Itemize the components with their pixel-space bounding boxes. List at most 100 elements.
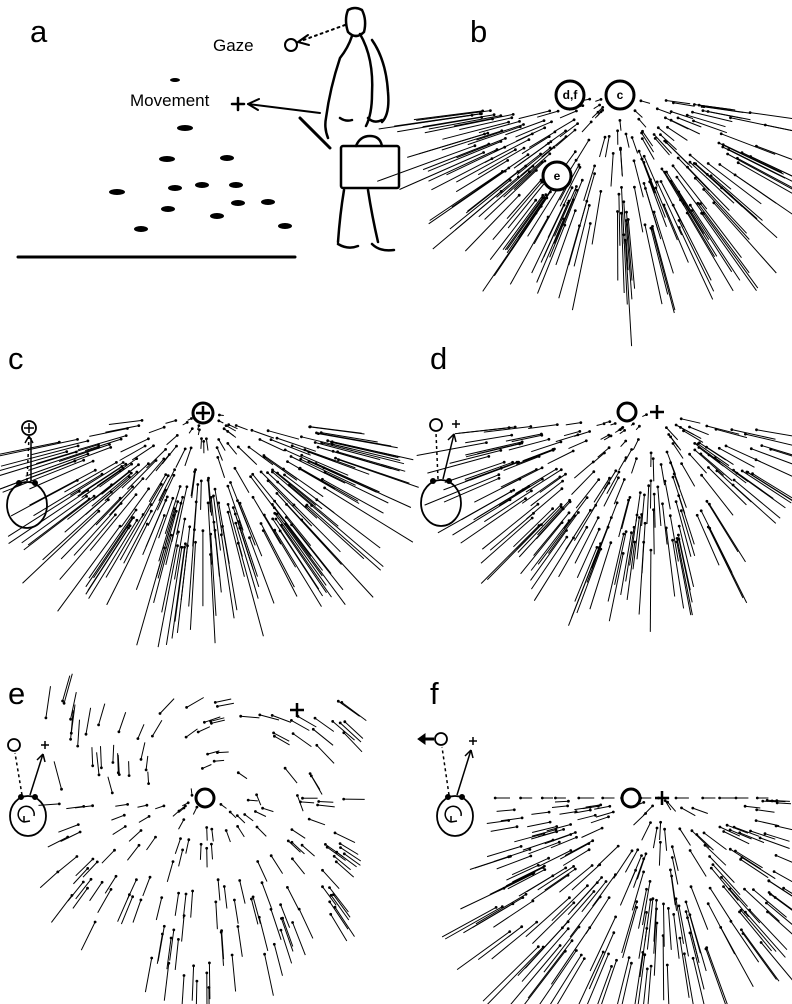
flow-vector: [590, 543, 611, 610]
flow-vector-origin: [82, 459, 85, 462]
flow-vector-origin: [251, 473, 254, 476]
flow-vector: [221, 535, 234, 619]
flow-vector-origin: [706, 500, 709, 503]
flow-vector-origin: [651, 805, 654, 808]
flow-vector-origin: [640, 854, 643, 857]
flow-vector-origin: [69, 738, 72, 741]
flow-vector-origin: [213, 760, 216, 763]
flow-vector-origin: [667, 433, 670, 436]
flow-vector-origin: [541, 466, 544, 469]
flow-vector-origin: [273, 529, 276, 532]
flow-vector-origin: [97, 724, 100, 727]
flow-vector-origin: [329, 913, 332, 916]
flow-vector: [108, 777, 112, 793]
flow-vector-origin: [689, 154, 692, 157]
flow-vector-origin: [61, 700, 64, 703]
flow-vector-origin: [524, 165, 527, 168]
flow-vector: [494, 134, 532, 152]
flow-vector-origin: [270, 438, 273, 441]
flow-vector-origin: [692, 120, 695, 123]
flow-vector: [146, 756, 148, 770]
flow-vector-origin: [700, 509, 703, 512]
flow-vector-origin: [216, 456, 219, 459]
flow-vector-origin: [699, 202, 702, 205]
flow-vector: [335, 907, 355, 936]
flow-vector-origin: [560, 441, 563, 444]
flow-vector-origin: [680, 807, 683, 810]
flow-vector: [708, 904, 735, 954]
flow-vector: [331, 914, 347, 941]
flow-vector: [673, 477, 685, 513]
flow-vector-origin: [122, 461, 125, 464]
flow-vector-origin: [630, 962, 633, 965]
flow-vector-origin: [663, 140, 666, 143]
flow-vector: [211, 844, 212, 859]
flow-vector-origin: [320, 431, 323, 434]
flow-vector: [274, 944, 282, 976]
flow-vector-origin: [579, 421, 582, 424]
flow-vector-origin: [564, 473, 567, 476]
flow-vector-origin: [564, 950, 567, 953]
flow-vector: [263, 808, 274, 811]
flow-vector-origin: [600, 98, 603, 101]
flow-vector-origin: [227, 511, 230, 514]
flow-vector-origin: [700, 474, 703, 477]
flow-vector-origin: [120, 438, 123, 441]
flow-vector-origin: [738, 831, 741, 834]
flow-vector: [690, 205, 740, 280]
flow-vector: [236, 523, 258, 599]
flow-vector-origin: [585, 200, 588, 203]
flow-vector-origin: [624, 440, 627, 443]
flow-vector-origin: [163, 514, 166, 517]
flow-vector-origin: [343, 852, 346, 855]
flow-vector-origin: [656, 827, 659, 830]
flow-vector-origin: [670, 110, 673, 113]
flow-vector-origin: [303, 448, 306, 451]
flow-vector-origin: [301, 797, 304, 800]
flow-vector-origin: [503, 461, 506, 464]
flow-vector-origin: [694, 162, 697, 165]
flow-vector-origin: [722, 830, 725, 833]
flow-vector-origin: [173, 474, 176, 477]
flow-vector-origin: [237, 542, 240, 545]
flow-vector-origin: [94, 921, 97, 924]
flow-vector-origin: [118, 773, 121, 776]
flow-vector-origin: [671, 539, 674, 542]
flow-vector-origin: [703, 832, 706, 835]
flow-vector-origin: [594, 814, 597, 817]
flow-vector-origin: [640, 513, 643, 516]
flow-vector-origin: [608, 477, 611, 480]
flow-vector-origin: [603, 422, 606, 425]
flow-vector: [285, 768, 297, 783]
flow-vector: [538, 516, 574, 565]
flow-vector-origin: [290, 719, 293, 722]
flow-vector: [466, 444, 520, 457]
flow-vector-origin: [519, 797, 522, 800]
flow-vector: [708, 468, 746, 505]
flow-vector: [318, 434, 397, 448]
flow-vector-origin: [180, 546, 183, 549]
flow-vector-origin: [290, 455, 293, 458]
flow-vector-origin: [97, 446, 100, 449]
flow-vector-origin: [247, 799, 250, 802]
flow-vector-origin: [654, 137, 657, 140]
flow-vector-origin: [86, 867, 89, 870]
flow-vector-origin: [574, 129, 577, 132]
flow-vector-origin: [237, 925, 240, 928]
flow-vector-origin: [680, 462, 683, 465]
flow-vector: [697, 835, 714, 851]
flow-vector-origin: [191, 427, 194, 430]
flow-vector-origin: [738, 911, 741, 914]
flow-vector-origin: [261, 807, 264, 810]
flow-vector: [776, 855, 792, 868]
flow-vector-origin: [645, 911, 648, 914]
flow-vector-origin: [77, 445, 80, 448]
flow-vector: [187, 698, 204, 708]
flow-vector-origin: [521, 896, 524, 899]
flow-vector: [668, 908, 671, 950]
flow-vector: [741, 859, 769, 877]
flow-vector: [235, 468, 249, 493]
flow-vector-origin: [641, 130, 644, 133]
flow-vector: [597, 846, 618, 866]
